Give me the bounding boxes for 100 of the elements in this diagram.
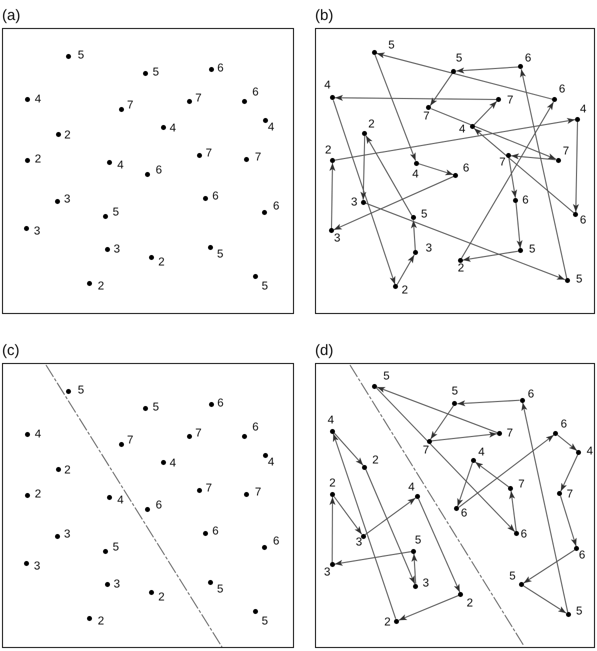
arrow xyxy=(474,128,574,214)
dot-icon xyxy=(208,580,213,586)
point-label: 4 xyxy=(458,124,466,135)
dot-icon xyxy=(458,258,463,263)
dot-icon xyxy=(411,548,416,554)
point-label: 7 xyxy=(195,428,202,440)
point-label: 6 xyxy=(462,163,470,174)
point-label: 3 xyxy=(324,567,330,578)
point-label: 5 xyxy=(576,606,582,618)
dot-icon xyxy=(253,274,258,280)
dot-icon xyxy=(566,612,571,617)
dot-icon xyxy=(244,492,250,498)
point-label: 5 xyxy=(576,274,582,285)
dot-icon xyxy=(263,452,268,458)
arrow xyxy=(360,136,366,200)
dot-icon xyxy=(518,64,524,70)
arrow xyxy=(334,496,362,535)
panel-label: (c) xyxy=(2,342,20,359)
point-label: 5 xyxy=(262,281,268,292)
dot-icon xyxy=(557,491,562,496)
point-label: 3 xyxy=(356,537,362,548)
dot-icon xyxy=(372,384,378,389)
arrow xyxy=(523,549,576,584)
point-label: 6 xyxy=(217,64,224,75)
point-label: 6 xyxy=(252,87,259,98)
point-label: 5 xyxy=(528,244,536,256)
point-label: 2 xyxy=(368,119,375,130)
point-label: 4 xyxy=(170,123,176,134)
arrow xyxy=(329,162,336,229)
arrow xyxy=(376,386,498,434)
dot-icon xyxy=(187,99,192,104)
arrow xyxy=(376,52,553,100)
point-label: 7 xyxy=(206,483,212,494)
arrow xyxy=(430,72,453,106)
dot-icon xyxy=(453,173,458,178)
dot-icon xyxy=(330,158,335,163)
dot-icon xyxy=(103,214,108,219)
dot-icon xyxy=(103,548,108,554)
dot-icon xyxy=(574,546,580,551)
dot-icon xyxy=(330,492,335,497)
arrow xyxy=(396,254,415,286)
point-label: 7 xyxy=(254,487,262,498)
dot-icon xyxy=(575,116,580,122)
dot-icon xyxy=(145,172,150,178)
arrow xyxy=(329,496,336,562)
point-label: 2 xyxy=(98,616,104,628)
arrow xyxy=(458,434,554,508)
arrow xyxy=(560,454,578,492)
point-label: 6 xyxy=(578,550,586,562)
dot-icon xyxy=(426,438,432,444)
arrow xyxy=(521,402,568,613)
arrow xyxy=(410,220,417,251)
arrow xyxy=(462,250,518,262)
dot-icon xyxy=(451,68,456,74)
arrow xyxy=(520,68,568,279)
dot-icon xyxy=(508,486,514,491)
arrow xyxy=(364,498,416,536)
dot-icon xyxy=(24,561,30,566)
arrow xyxy=(411,553,418,584)
dot-icon xyxy=(362,464,368,470)
dot-icon xyxy=(197,488,202,493)
dot-icon xyxy=(553,431,558,436)
arrow xyxy=(572,121,579,212)
point-label: 3 xyxy=(334,233,340,244)
dot-icon xyxy=(107,495,112,500)
point-label: 2 xyxy=(384,617,391,628)
dot-icon xyxy=(86,280,92,286)
dot-icon xyxy=(519,582,524,587)
arrow xyxy=(334,551,412,566)
dot-icon xyxy=(208,245,213,250)
point-label: 2 xyxy=(402,285,408,296)
dot-icon xyxy=(118,106,124,112)
point-label: 4 xyxy=(580,104,586,115)
dot-icon xyxy=(54,534,60,539)
arrow xyxy=(398,595,459,621)
point-label: 4 xyxy=(324,80,331,92)
dot-icon xyxy=(330,428,335,434)
dot-icon xyxy=(145,507,150,512)
arrow xyxy=(523,585,567,614)
arrow xyxy=(461,102,554,259)
arrow xyxy=(365,469,416,584)
dot-icon xyxy=(413,250,418,256)
arrow xyxy=(456,66,519,74)
dot-icon xyxy=(372,50,377,56)
dot-icon xyxy=(454,506,460,512)
arrow xyxy=(333,176,454,230)
arrow xyxy=(430,405,454,440)
dot-icon xyxy=(263,118,268,123)
dot-icon xyxy=(208,402,214,407)
arrow xyxy=(332,433,396,620)
arrow xyxy=(430,108,556,160)
point-label: 2 xyxy=(64,465,71,476)
point-label: 5 xyxy=(112,542,119,553)
dot-icon xyxy=(552,97,558,102)
dot-icon xyxy=(518,248,523,254)
point-label: 5 xyxy=(383,372,390,383)
arrow xyxy=(374,54,416,162)
point-label: 4 xyxy=(117,496,124,507)
dot-icon xyxy=(244,157,250,162)
dot-icon xyxy=(506,153,511,158)
